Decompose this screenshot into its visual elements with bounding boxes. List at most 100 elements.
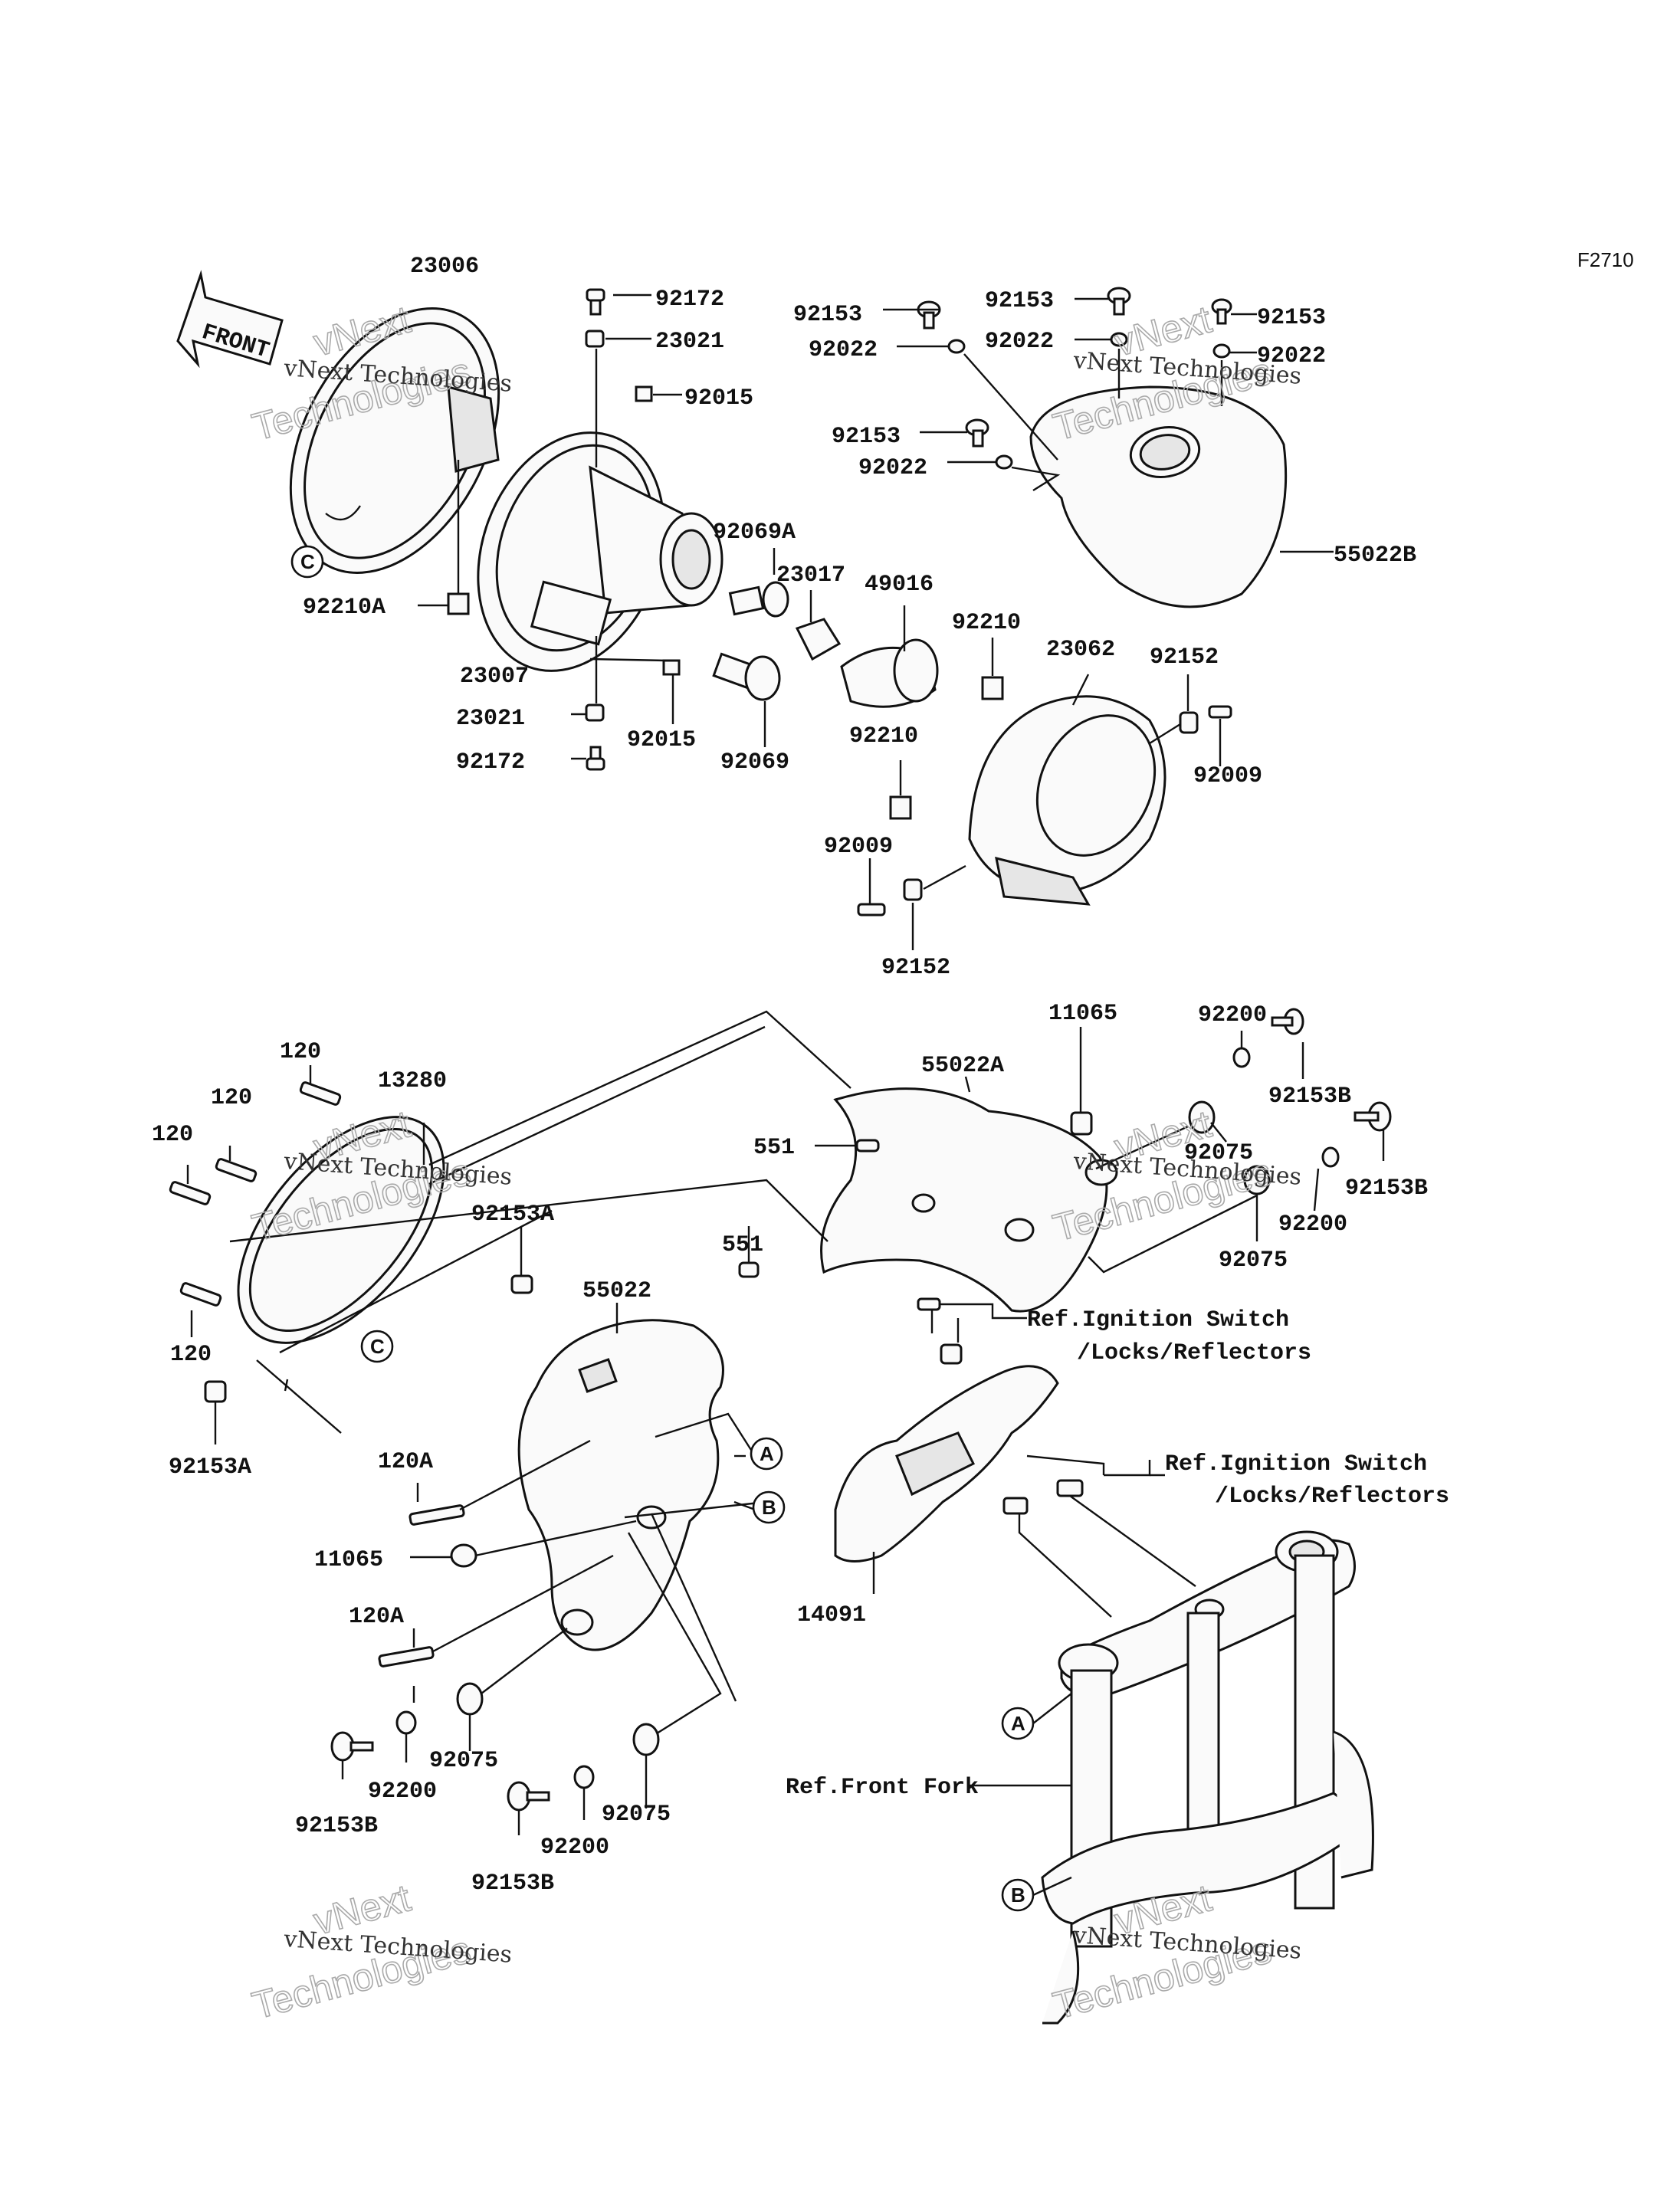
label-92022-2: 92022 (985, 329, 1054, 355)
washer-92200-4-icon[interactable] (573, 1765, 595, 1789)
callout-c-1: C (290, 545, 324, 579)
label-11065-bot: 11065 (314, 1547, 383, 1573)
screw-92172-bot-icon[interactable] (586, 746, 605, 771)
svg-text:B: B (1011, 1884, 1025, 1907)
spacer-92075-1-icon[interactable] (1188, 1100, 1216, 1134)
label-13280: 13280 (378, 1068, 447, 1094)
front-fork-part[interactable] (1041, 1530, 1374, 2025)
bolt-120-1-icon[interactable] (299, 1081, 342, 1106)
label-92075-4: 92075 (602, 1802, 671, 1828)
washer-92200-2-icon[interactable] (1321, 1146, 1340, 1168)
label-14091: 14091 (797, 1602, 866, 1628)
front-arrow-icon: FRONT (176, 270, 284, 369)
label-92153B-3: 92153B (295, 1813, 378, 1839)
label-23021-top: 23021 (655, 329, 724, 355)
ring-13280-part[interactable] (199, 1080, 484, 1379)
socket-23017-part[interactable] (795, 618, 842, 661)
collar-23021-top-icon[interactable] (585, 330, 605, 348)
clip-92210-1-icon[interactable] (981, 676, 1004, 700)
collar-92152-2-icon[interactable] (903, 878, 923, 901)
meter-cover-55022B-part[interactable] (1029, 385, 1288, 608)
label-92069A: 92069A (713, 520, 796, 546)
spacer-92075-4-icon[interactable] (632, 1723, 660, 1756)
housing-23062-part[interactable] (968, 695, 1176, 906)
label-23062: 23062 (1046, 637, 1115, 663)
label-120-3: 120 (152, 1122, 193, 1148)
label-92022-3: 92022 (1257, 343, 1326, 369)
collar-23021-bot-icon[interactable] (585, 703, 605, 722)
screw-92153B-1-icon[interactable] (1271, 1008, 1304, 1035)
pin-551-1-icon[interactable] (855, 1139, 880, 1153)
label-92153A-1: 92153A (471, 1202, 554, 1228)
washer-92022-3-icon[interactable] (1212, 343, 1231, 359)
grommet-11065-top-icon[interactable] (1070, 1111, 1093, 1136)
bolt-120A-1-icon[interactable] (409, 1504, 465, 1526)
callout-b-2: B (1001, 1878, 1035, 1912)
bracket-14091-part[interactable] (834, 1365, 1059, 1562)
callout-a-1: A (750, 1437, 783, 1471)
label-92200-3: 92200 (368, 1779, 437, 1805)
label-23006: 23006 (410, 254, 479, 280)
label-55022: 55022 (582, 1278, 651, 1304)
screw-92172-top-icon[interactable] (586, 288, 605, 316)
screw-92153-2-icon[interactable] (1107, 287, 1131, 316)
pin-551-2-icon[interactable] (738, 1261, 760, 1278)
label-92210-1: 92210 (952, 610, 1021, 636)
screw-92153A-2-icon[interactable] (204, 1380, 227, 1403)
label-92009-1: 92009 (1193, 763, 1262, 789)
clip-92210A-icon[interactable] (447, 592, 470, 615)
screw-92153-4-icon[interactable] (965, 418, 989, 448)
spacer-92075-3-icon[interactable] (456, 1682, 484, 1716)
label-92152-2: 92152 (881, 955, 950, 981)
label-92153-1: 92153 (793, 302, 862, 328)
label-92075-3: 92075 (429, 1748, 498, 1774)
screw-92153-3-icon[interactable] (1211, 298, 1232, 325)
grommet-11065-bot-icon[interactable] (450, 1543, 477, 1568)
washer-92022-4-icon[interactable] (995, 454, 1013, 470)
screw-92153A-1-icon[interactable] (510, 1274, 533, 1294)
screw-92153B-4-icon[interactable] (507, 1781, 550, 1812)
label-92022-1: 92022 (809, 337, 878, 363)
part-labels: 23006 92172 23021 92015 92153 92022 9215… (152, 254, 1449, 1897)
label-92210-2: 92210 (849, 723, 918, 749)
headlight-housing-part[interactable] (446, 406, 724, 697)
bulb-92069A-part[interactable] (728, 581, 789, 618)
screw-92153B-3-icon[interactable] (330, 1731, 374, 1762)
screw-92153-1-icon[interactable] (917, 300, 941, 330)
bolt-120-3-icon[interactable] (169, 1181, 212, 1205)
spacer-ignition-2-icon[interactable] (1002, 1479, 1084, 1515)
svg-text:C: C (300, 550, 315, 573)
washer-92200-3-icon[interactable] (395, 1710, 417, 1735)
watermark-5: vNext Technologies vNext Technologies (248, 1876, 514, 2028)
screw-92153B-2-icon[interactable] (1354, 1101, 1392, 1132)
cowl-55022-part[interactable] (517, 1319, 724, 1651)
clip-92015-top-icon[interactable] (635, 385, 653, 402)
bolt-92009-1-icon[interactable] (1208, 705, 1232, 719)
clip-92210-2-icon[interactable] (889, 795, 912, 820)
bolt-120-4-icon[interactable] (179, 1282, 222, 1307)
label-55022A: 55022A (921, 1053, 1004, 1079)
washer-92200-top-icon[interactable] (1232, 1047, 1251, 1068)
bolt-120-2-icon[interactable] (215, 1158, 258, 1182)
bolt-92009-2-icon[interactable] (857, 903, 886, 917)
clip-92015-bot-icon[interactable] (662, 659, 681, 676)
svg-text:C: C (370, 1335, 385, 1358)
bolt-ignition-1-icon[interactable] (917, 1297, 963, 1365)
label-92015-top: 92015 (684, 385, 753, 412)
headlight-rim-part[interactable] (248, 273, 541, 608)
bulb-92069-part[interactable] (712, 652, 781, 701)
cover-49016-part[interactable] (840, 638, 939, 708)
ref-ignition-2-line2: /Locks/Reflectors (1215, 1484, 1449, 1510)
callout-c-2: C (360, 1330, 394, 1363)
label-92015-bot: 92015 (627, 727, 696, 753)
label-92069: 92069 (720, 749, 789, 776)
cowl-55022A-part[interactable] (820, 1087, 1118, 1313)
diagram-code: F2710 (1577, 248, 1634, 271)
bolt-120A-2-icon[interactable] (378, 1646, 435, 1667)
label-120-4: 120 (170, 1342, 212, 1368)
label-92172-top: 92172 (655, 287, 724, 313)
collar-92152-1-icon[interactable] (1179, 711, 1199, 734)
washer-92022-1-icon[interactable] (947, 339, 966, 354)
label-551-1: 551 (753, 1135, 795, 1161)
